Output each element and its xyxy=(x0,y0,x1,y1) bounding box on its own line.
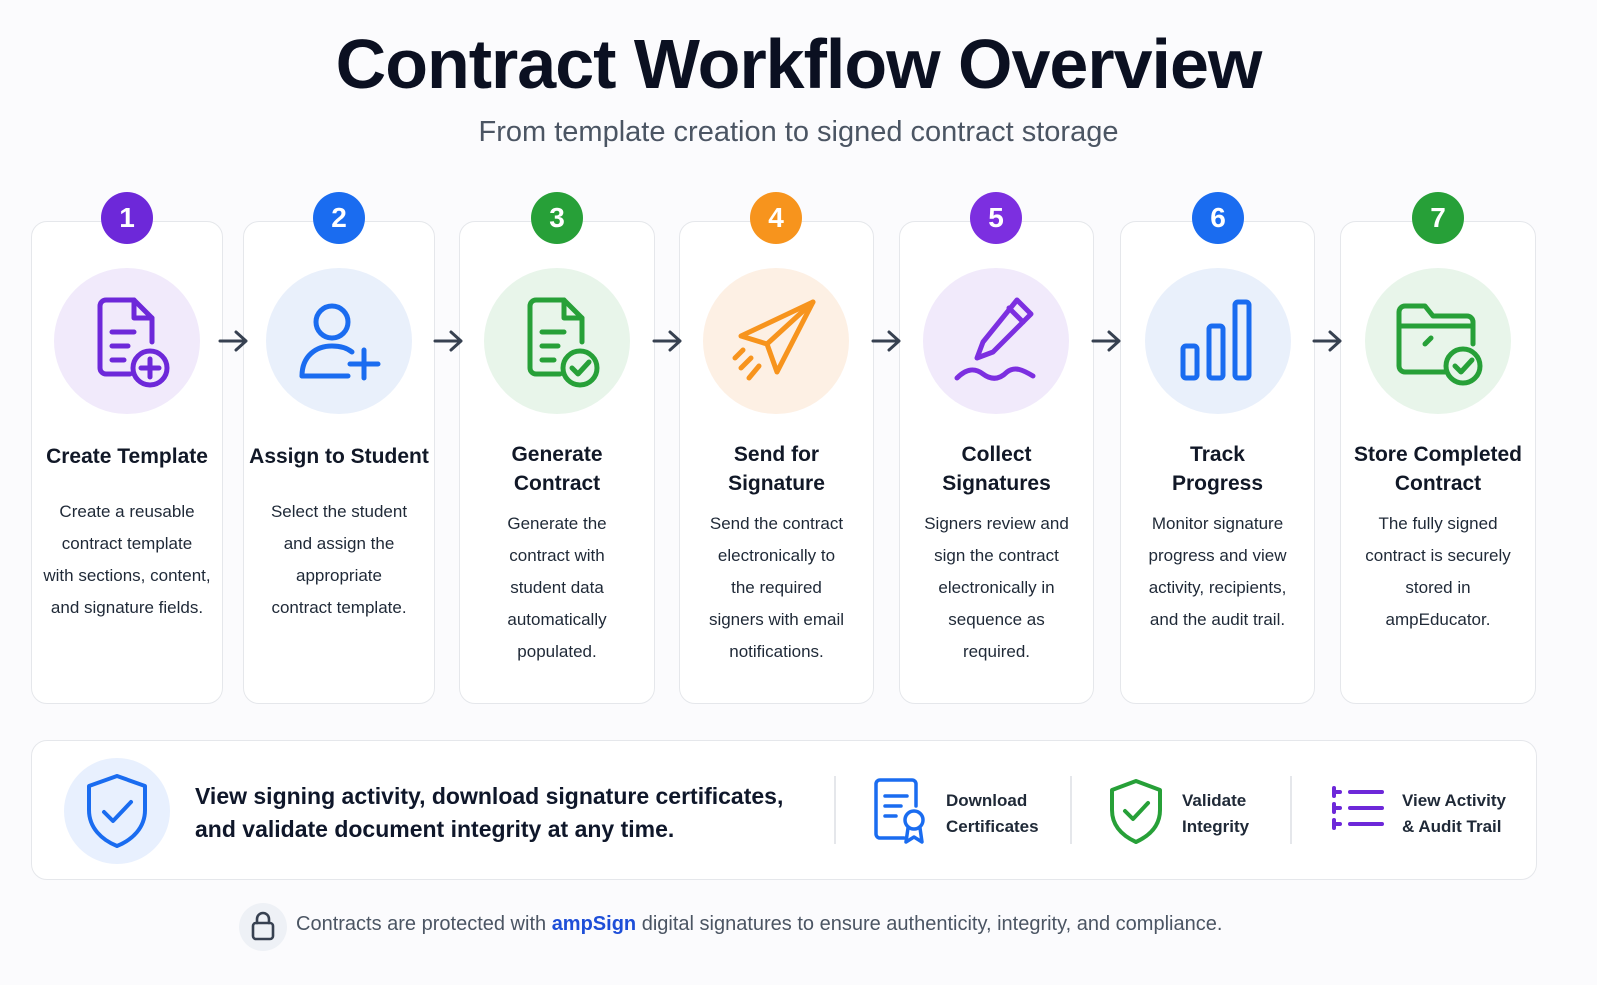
icon-halo xyxy=(266,268,412,414)
feature-activity-audit-trail: View Activity & Audit Trail xyxy=(1402,791,1506,836)
icon-halo xyxy=(703,268,849,414)
user-plus-icon xyxy=(284,286,394,396)
step-description: Send the contract electronically to the … xyxy=(708,514,845,661)
step-description: Generate the contract with student data … xyxy=(507,514,607,661)
step-title: Track Progress xyxy=(1171,443,1264,495)
document-check-icon xyxy=(502,286,612,396)
step-title: Assign to Student xyxy=(249,445,429,468)
summary-panel xyxy=(31,740,1537,880)
footer-note: Contracts are protected with ampSign dig… xyxy=(296,913,1222,936)
icon-halo xyxy=(1365,268,1511,414)
step-number-badge: 1 xyxy=(101,192,153,244)
step-number-badge: 4 xyxy=(750,192,802,244)
brand-name: ampSign xyxy=(551,913,637,935)
divider xyxy=(1070,776,1072,844)
icon-halo xyxy=(54,268,200,414)
icon-halo xyxy=(923,268,1069,414)
step-title: Create Template xyxy=(46,445,208,468)
step-title: Generate Contract xyxy=(511,443,603,495)
step-description: Monitor signature progress and view acti… xyxy=(1148,514,1287,629)
summary-message: View signing activity, download signatur… xyxy=(195,783,784,842)
arrow-right-icon xyxy=(432,328,466,354)
divider xyxy=(834,776,836,844)
folder-check-icon xyxy=(1383,286,1493,396)
step-number-badge: 7 xyxy=(1412,192,1464,244)
pen-signature-icon xyxy=(941,286,1051,396)
lock-badge xyxy=(239,903,287,951)
list-icon xyxy=(1326,776,1390,846)
shield-check-icon xyxy=(1104,776,1168,846)
arrow-right-icon xyxy=(1090,328,1124,354)
arrow-right-icon xyxy=(1311,328,1345,354)
step-description: The fully signed contract is securely st… xyxy=(1365,514,1511,629)
step-number-badge: 5 xyxy=(970,192,1022,244)
certificate-icon xyxy=(868,776,932,846)
divider xyxy=(1290,776,1292,844)
step-number-badge: 2 xyxy=(313,192,365,244)
arrow-right-icon xyxy=(870,328,904,354)
step-description: Signers review and sign the contract ele… xyxy=(924,514,1069,661)
footer-text: digital signatures to ensure authenticit… xyxy=(636,913,1223,935)
arrow-right-icon xyxy=(217,328,251,354)
document-plus-icon xyxy=(72,286,182,396)
feature-download-certificates: Download Certificates xyxy=(946,791,1039,836)
arrow-right-icon xyxy=(651,328,685,354)
lock-icon xyxy=(249,910,277,942)
footer-text: Contracts are protected with xyxy=(296,913,552,935)
page-title: Contract Workflow Overview xyxy=(335,25,1263,103)
icon-halo xyxy=(1145,268,1291,414)
step-title: Collect Signatures xyxy=(942,443,1051,495)
step-description: Select the student and assign the approp… xyxy=(270,502,408,617)
step-number-badge: 6 xyxy=(1192,192,1244,244)
icon-halo xyxy=(484,268,630,414)
step-title: Send for Signature xyxy=(728,443,825,495)
step-description: Create a reusable contract template with… xyxy=(43,502,211,617)
shield-check-icon xyxy=(82,772,152,850)
paper-plane-icon xyxy=(721,286,831,396)
step-number-badge: 3 xyxy=(531,192,583,244)
step-title: Store Completed Contract xyxy=(1353,443,1523,495)
feature-validate-integrity: Validate Integrity xyxy=(1182,791,1250,836)
page-subtitle: From template creation to signed contrac… xyxy=(478,116,1119,148)
bar-chart-icon xyxy=(1163,286,1273,396)
